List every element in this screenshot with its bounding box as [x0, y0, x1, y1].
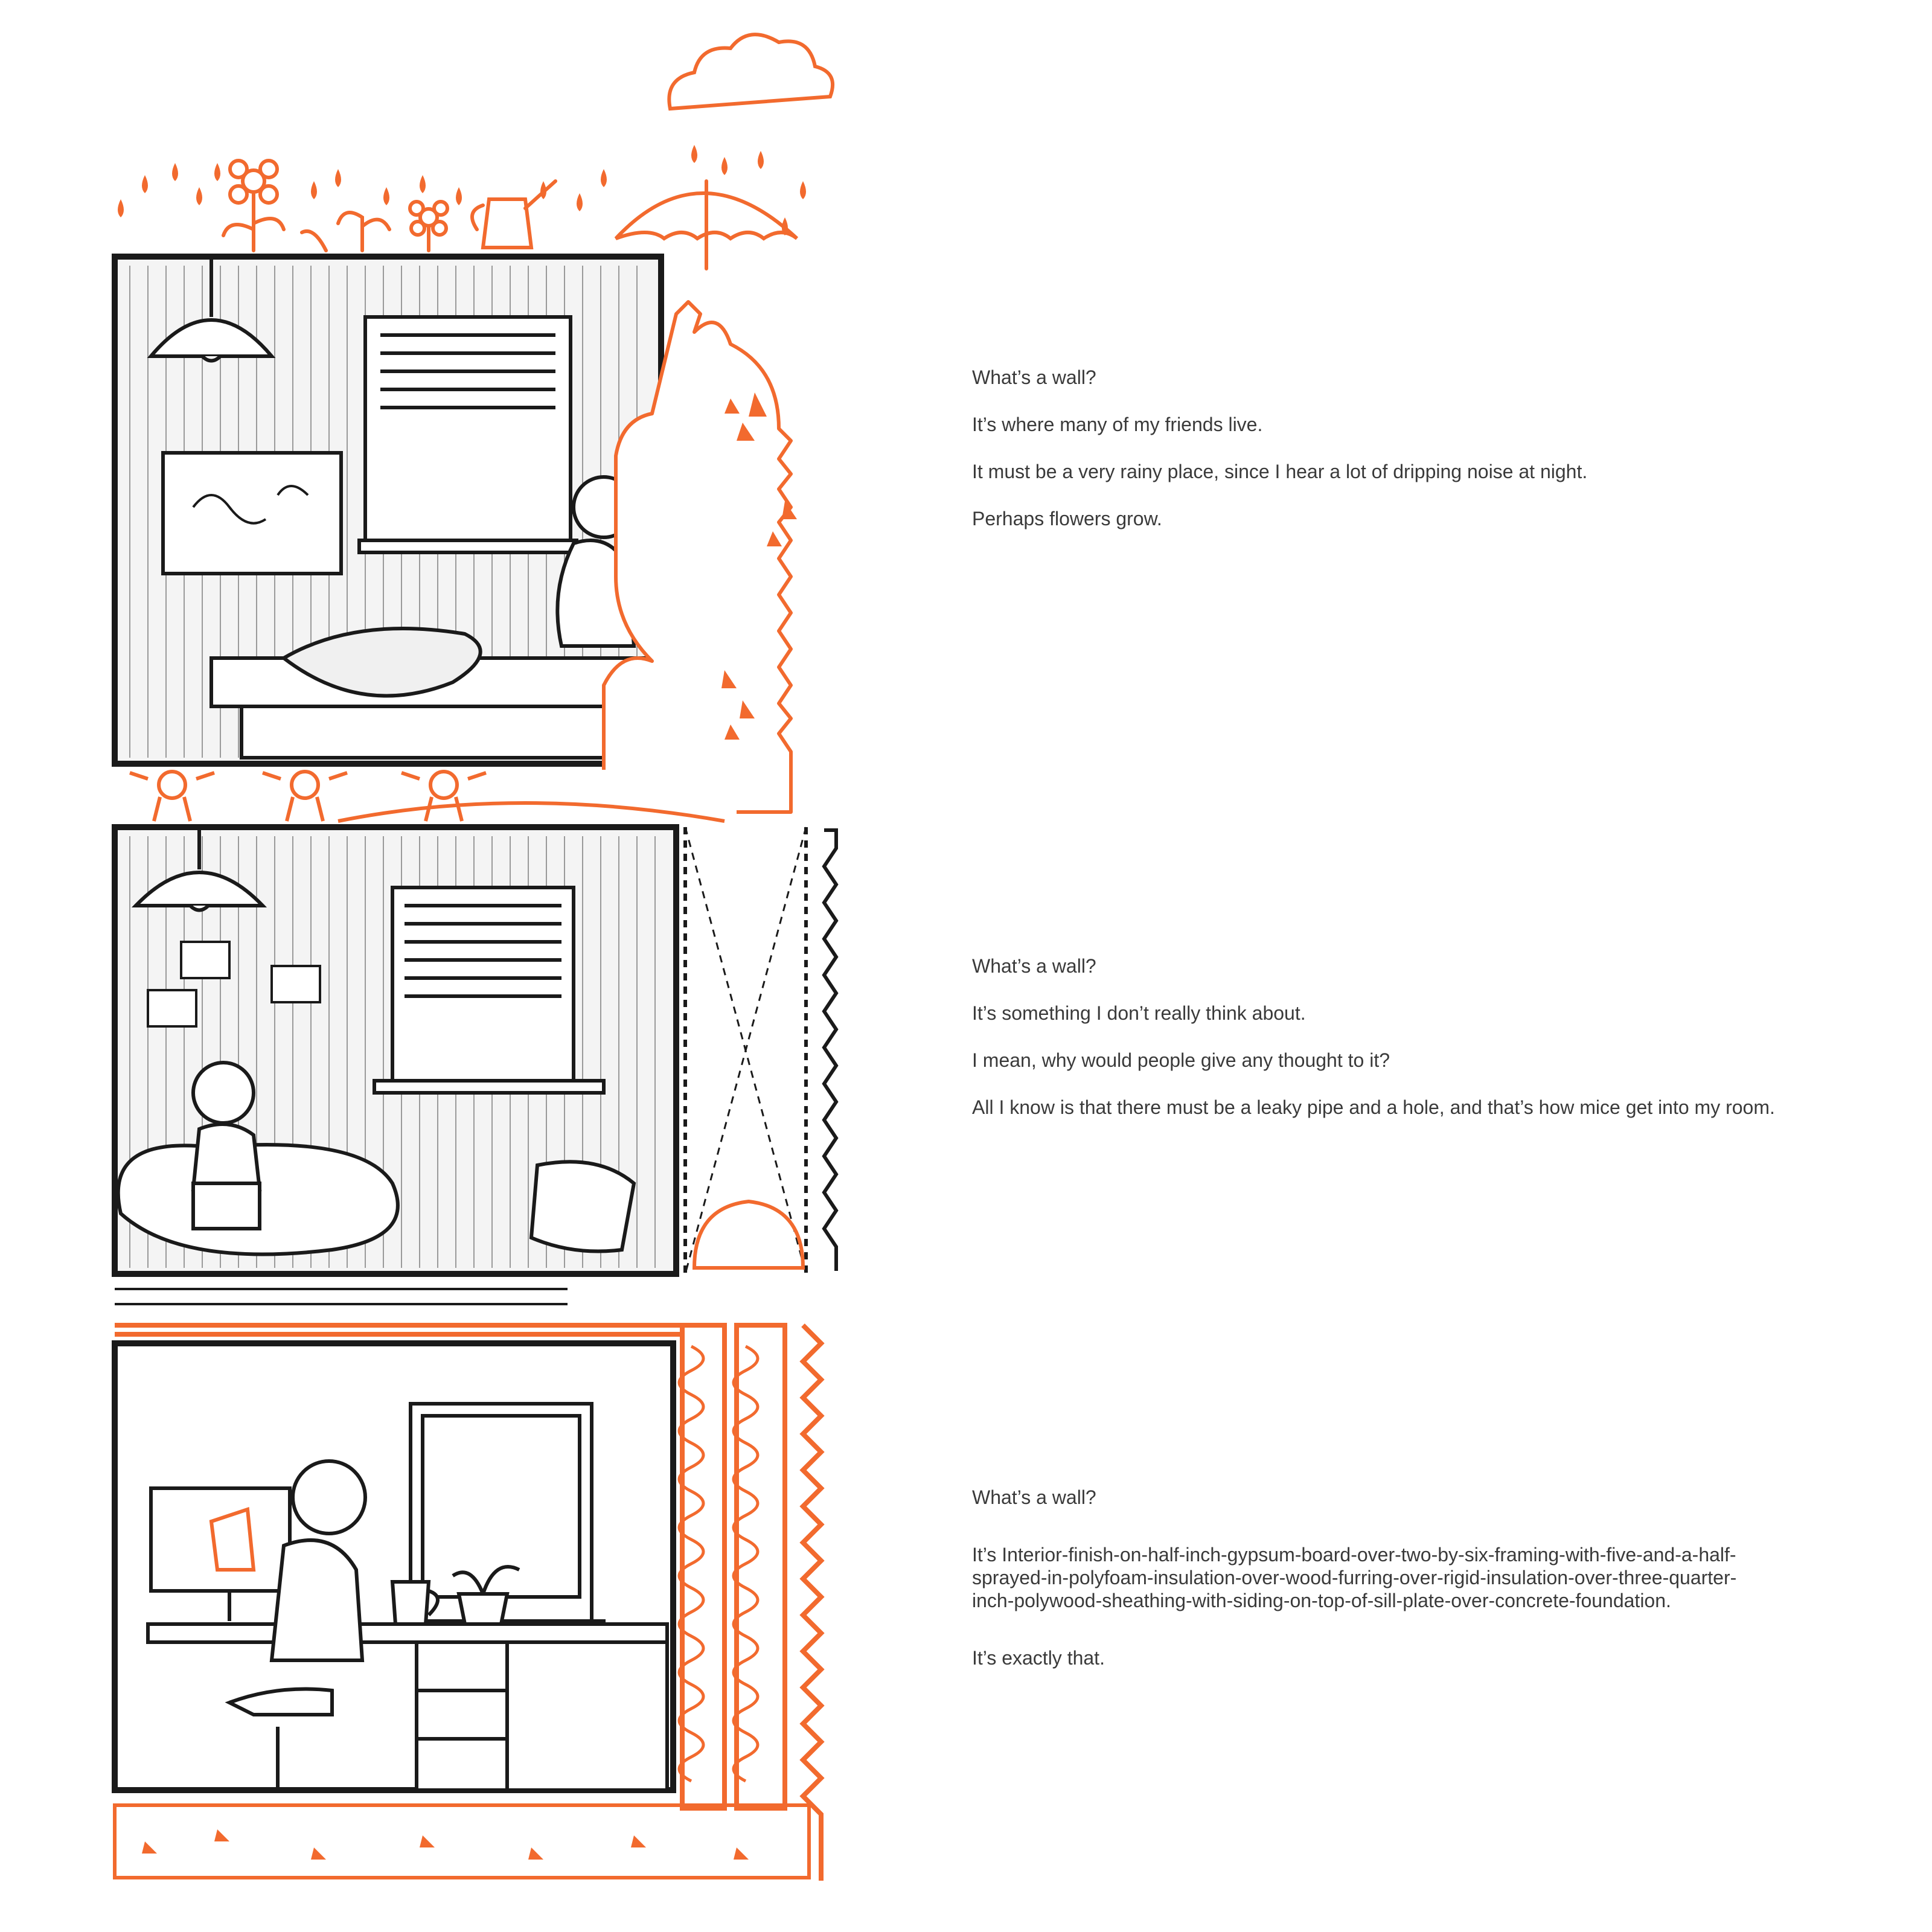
rooftop-garden: [118, 33, 834, 270]
cloud-icon: [667, 33, 834, 111]
sprout-icon: [300, 211, 391, 252]
text-block-2: What’s a wall? It’s something I don’t re…: [972, 954, 1775, 1142]
plant-icon: [452, 1565, 520, 1626]
rain-drops: [118, 145, 806, 235]
critters-row: [115, 770, 737, 824]
wall-section-middle: [115, 827, 839, 1305]
answer-line: It’s something I don’t really think abou…: [972, 1002, 1306, 1024]
office-worker-figure: [225, 1459, 367, 1787]
mouse-icon: [692, 1199, 805, 1270]
poster-icon: [161, 451, 343, 575]
text-block-1: What’s a wall? It’s where many of my fri…: [972, 365, 1587, 554]
answer-line: It must be a very rainy place, since I h…: [972, 461, 1588, 482]
umbrella-icon: [614, 179, 799, 270]
question-text: What’s a wall?: [972, 366, 1096, 388]
answer-line: It’s Interior-finish-on-half-inch-gypsum…: [972, 1544, 1737, 1611]
monitor-icon: [149, 1486, 292, 1621]
answer-line: It’s where many of my friends live.: [972, 414, 1263, 435]
pillow-icon: [529, 1160, 636, 1253]
answer-line: I mean, why would people give any though…: [972, 1049, 1390, 1071]
window-icon: [357, 315, 578, 554]
foundation-icon: [113, 1803, 811, 1879]
poster-icon: [180, 941, 231, 979]
answer-line: Perhaps flowers grow.: [972, 508, 1162, 529]
desk-icon: [146, 1622, 669, 1792]
floor-child-bedroom: [112, 254, 664, 767]
poster-icon: [147, 989, 197, 1028]
question-text: What’s a wall?: [972, 1486, 1096, 1508]
teen-figure: [191, 1061, 262, 1191]
floor-teen-bedroom: [112, 824, 679, 1277]
cup-icon: [390, 1580, 440, 1626]
floor-office: [112, 1340, 676, 1793]
laptop-icon: [191, 1182, 261, 1230]
answer-line: It’s exactly that.: [972, 1647, 1105, 1669]
watering-can-icon: [470, 179, 557, 249]
text-block-3: What’s a wall? It’s Interior-finish-on-h…: [972, 1485, 1769, 1693]
window-icon: [373, 886, 606, 1095]
question-text: What’s a wall?: [972, 955, 1096, 977]
pendant-lamp-icon: [131, 830, 267, 912]
poster-icon: [270, 965, 321, 1003]
flower-icon: [222, 159, 286, 252]
wall-assembly-layers: [113, 1323, 825, 1881]
pendant-lamp-icon: [147, 260, 276, 363]
flower-icon: [408, 200, 449, 252]
answer-line: All I know is that there must be a leaky…: [972, 1096, 1775, 1118]
